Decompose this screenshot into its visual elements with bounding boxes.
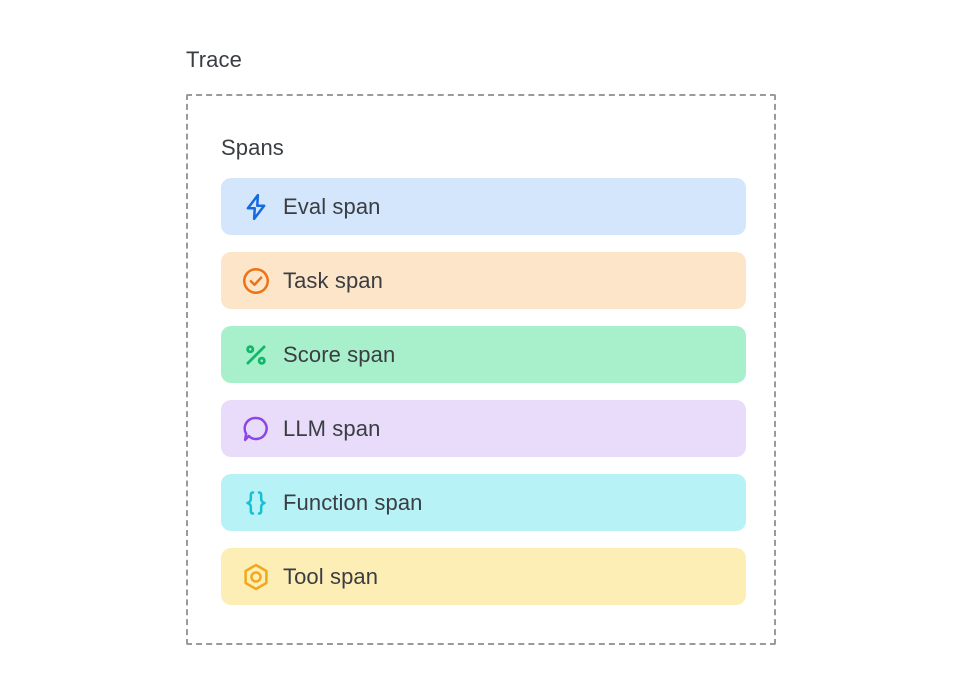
span-row-label: Task span (283, 267, 383, 293)
span-row[interactable]: Tool span (221, 548, 746, 605)
span-row[interactable]: Function span (221, 474, 746, 531)
curly-braces-icon (241, 488, 271, 518)
trace-container (186, 94, 776, 645)
span-row-label: Eval span (283, 193, 381, 219)
spans-title: Spans (221, 135, 284, 160)
span-row[interactable]: Score span (221, 326, 746, 383)
span-row-label: Score span (283, 341, 396, 367)
span-row[interactable]: Eval span (221, 178, 746, 235)
span-row-label: Function span (283, 489, 423, 515)
check-circle-icon (241, 266, 271, 296)
message-bubble-icon (241, 414, 271, 444)
span-row-label: Tool span (283, 563, 379, 589)
span-row-label: LLM span (283, 415, 381, 441)
span-row[interactable]: LLM span (221, 400, 746, 457)
span-row[interactable]: Task span (221, 252, 746, 309)
hexagon-nut-icon (241, 562, 271, 592)
trace-title: Trace (186, 47, 242, 72)
percent-icon (241, 340, 271, 370)
lightning-bolt-icon (241, 192, 271, 222)
